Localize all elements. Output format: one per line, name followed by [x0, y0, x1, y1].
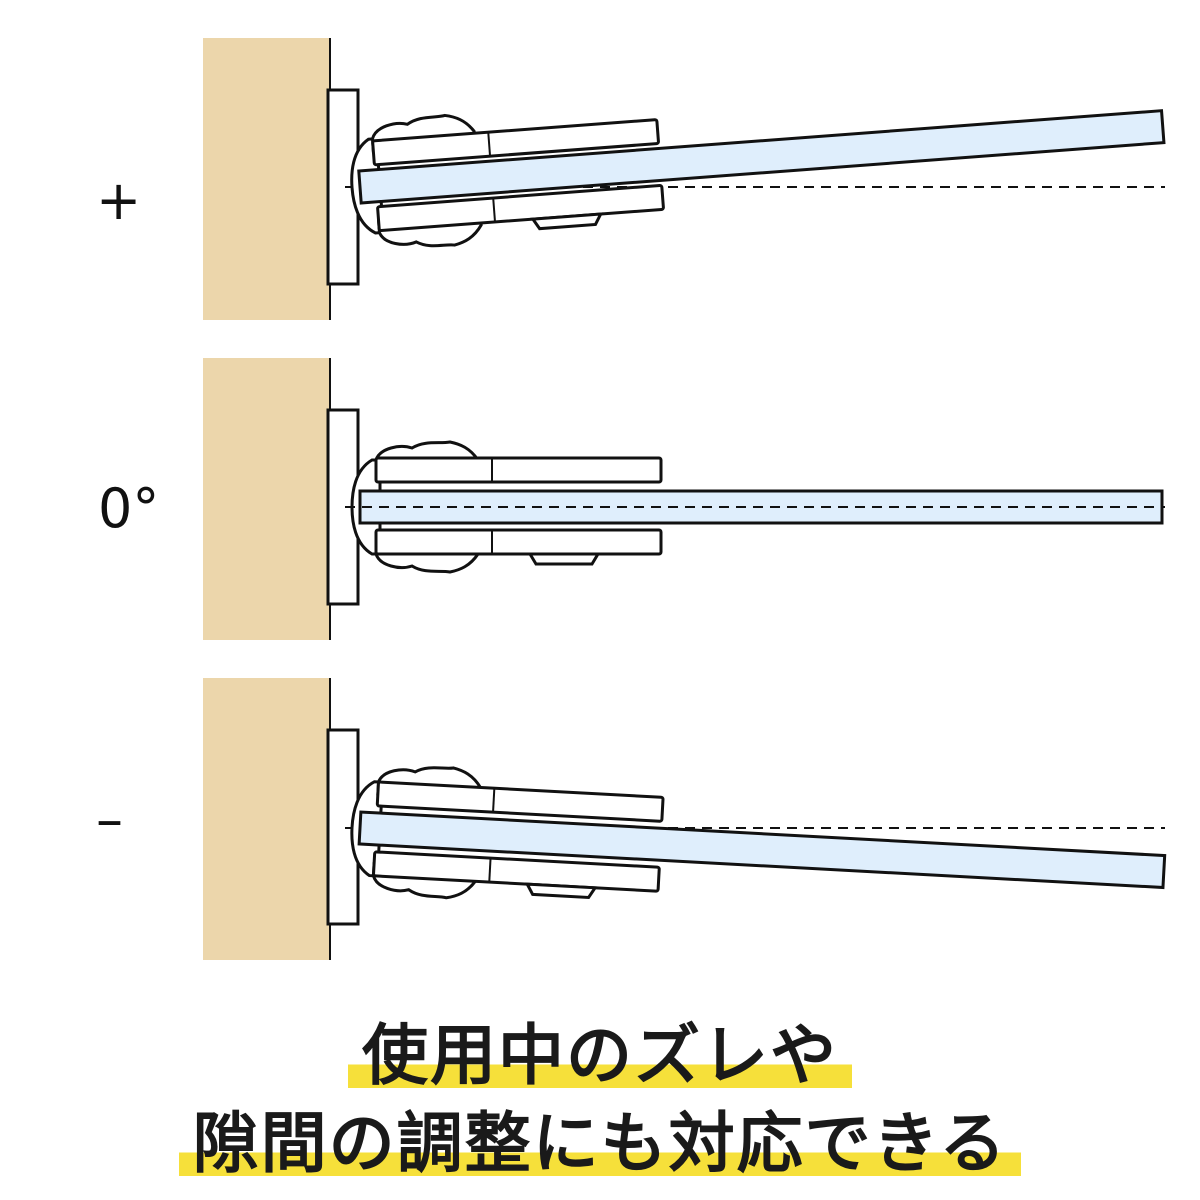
panel-minus: – [96, 678, 1167, 960]
wall-block [203, 358, 330, 640]
caption-text-2: 隙間の調整にも対応できる [178, 1105, 1022, 1182]
clamp-assembly [350, 109, 1166, 248]
panel-plus: + [96, 38, 1166, 320]
panel-zero: 0° [98, 358, 1165, 640]
wall-block [203, 678, 330, 960]
caption-line-2: 隙間の調整にも対応できる [0, 1090, 1200, 1186]
glass-pane [357, 810, 1167, 890]
glass-pane [357, 109, 1166, 205]
angle-label-zero: 0° [98, 477, 159, 540]
caption-text-1: 使用中のズレや [348, 1017, 852, 1094]
angle-label-minus: – [96, 788, 123, 851]
caption-line-1: 使用中のズレや [0, 1002, 1200, 1098]
angle-label-plus: + [96, 169, 141, 232]
wall-block [203, 38, 330, 320]
clamp-assembly [350, 766, 1167, 900]
